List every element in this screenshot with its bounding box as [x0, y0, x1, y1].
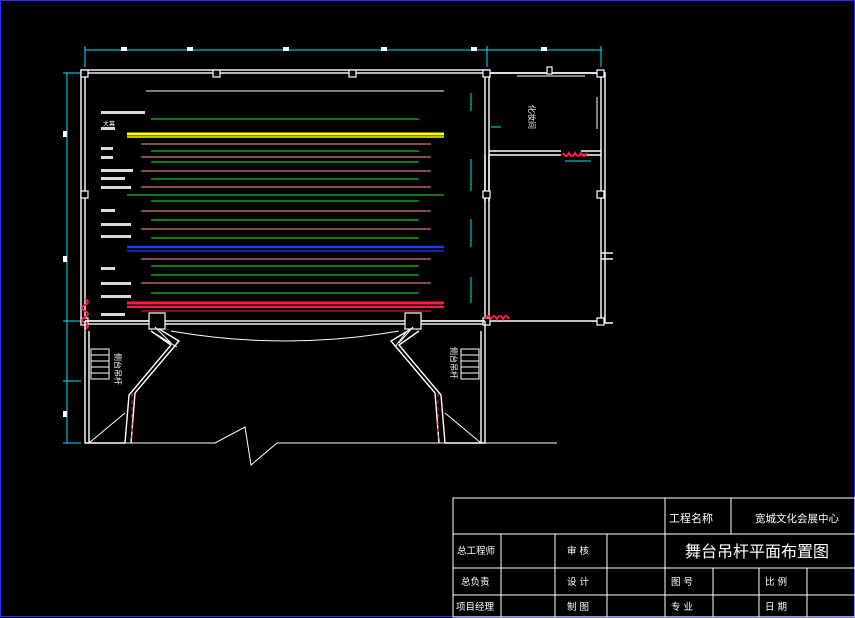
drawing-title: 舞台吊杆平面布置图	[685, 542, 829, 561]
batten-label-markers	[101, 111, 145, 316]
discipline-label: 专 业	[671, 601, 693, 613]
project-manager-label: 项目经理	[456, 601, 495, 613]
project-name-label: 工程名称	[669, 511, 713, 525]
stair-right	[460, 348, 480, 380]
left-wing-label: 侧台吊杆	[113, 353, 123, 385]
draft-label: 制 图	[567, 601, 589, 613]
stair-left	[90, 348, 110, 380]
stage-walls	[80, 69, 613, 325]
break-markers	[81, 150, 588, 330]
proscenium	[85, 312, 485, 444]
top-dimension-line	[84, 46, 602, 67]
chief-engineer-label: 总工程师	[457, 545, 495, 557]
drawing-no-label: 图 号	[671, 577, 693, 588]
left-dimension-line	[63, 72, 81, 444]
batten-label-main-curtain: 大幕	[103, 120, 115, 128]
right-batten-ticks	[470, 93, 591, 303]
title-block	[452, 497, 855, 618]
scale-label: 比 例	[765, 576, 787, 588]
project-name-value: 宽城文化会展中心	[755, 512, 839, 525]
batten-lines	[127, 90, 444, 312]
front-edge-line	[85, 426, 557, 466]
date-label: 日 期	[765, 602, 787, 613]
general-manager-label: 总负责	[461, 576, 490, 588]
column-markers	[80, 66, 605, 326]
right-wing-label: 侧台吊杆	[449, 347, 459, 379]
dressing-room-label: 化妆间	[527, 105, 537, 129]
design-label: 设 计	[567, 576, 590, 588]
review-label: 审 核	[567, 545, 590, 557]
